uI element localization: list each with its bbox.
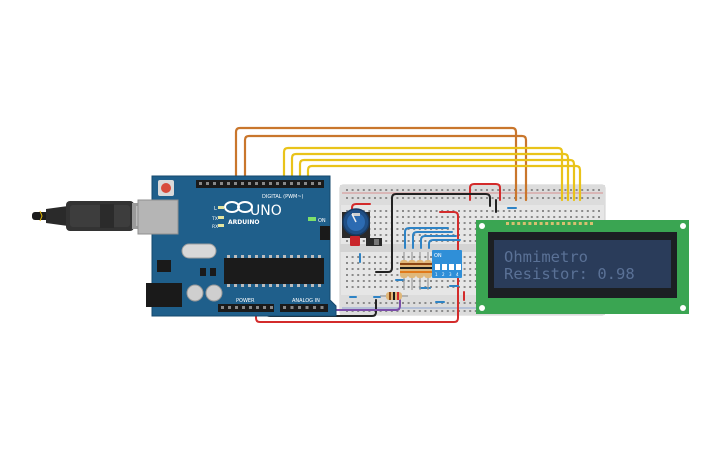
usb-icon [39, 210, 43, 222]
arduino-logo-icon [224, 201, 253, 213]
tx-led [218, 216, 224, 219]
on-led [308, 217, 316, 221]
red-led[interactable] [350, 236, 360, 246]
dip-pin-label-2: 2 [442, 272, 445, 277]
wire-orange-2 [243, 134, 528, 202]
analog-label: ANALOG IN [292, 298, 320, 304]
lcd-line-1: Ohmimetro [504, 248, 588, 266]
arduino-uno[interactable]: UNO ARDUINO DIGITAL (PWM~) POWER ANALOG … [32, 175, 337, 317]
dip-switch[interactable]: ON 1 2 3 4 [432, 250, 462, 278]
l-led-label: L [214, 206, 217, 212]
wire-blue-2 [412, 231, 453, 249]
tx-led-label: TX [211, 216, 218, 222]
resistor-array[interactable] [400, 252, 432, 290]
dip-pin-label-1: 1 [435, 272, 438, 277]
l-led [218, 206, 224, 209]
wire-red-top [469, 183, 501, 201]
dip-pin-label-4: 4 [456, 272, 459, 277]
wire-red-left [351, 203, 371, 215]
power-jack [146, 283, 182, 307]
rx-led [218, 224, 224, 227]
wire-yellow-1 [282, 146, 564, 202]
digital-label: DIGITAL (PWM~) [262, 194, 304, 200]
wire-yellow-4 [306, 164, 582, 202]
dip-pin-label-3: 3 [449, 272, 452, 277]
atmega-chip [224, 258, 324, 284]
on-led-label: ON [318, 218, 326, 224]
rx-led-label: RX [212, 224, 218, 230]
analog-header[interactable] [280, 304, 328, 312]
wire-yellow-2 [290, 152, 570, 202]
dip-toggle-4[interactable] [456, 259, 461, 270]
potentiometer[interactable] [342, 208, 370, 238]
lcd-display[interactable]: Ohmimetro Resistor: 0.98 [476, 220, 689, 314]
wire-black-top [375, 193, 491, 273]
digital-header[interactable] [196, 180, 324, 188]
reset-button[interactable] [161, 183, 171, 193]
wire-blue-1 [404, 227, 449, 249]
power-label: POWER [236, 298, 255, 304]
lcd-screen [494, 240, 671, 288]
uno-logo-text: UNO [250, 203, 282, 219]
wire-blue-4 [428, 239, 461, 249]
arduino-brand-text: ARDUINO [228, 219, 259, 226]
wire-blue-3 [420, 235, 457, 249]
reference-resistor[interactable] [380, 292, 408, 300]
dip-toggle-3[interactable] [449, 259, 454, 270]
usb-port [137, 199, 179, 235]
dip-toggle-1[interactable] [435, 259, 440, 270]
dip-toggle-2[interactable] [442, 259, 447, 270]
power-header[interactable] [218, 304, 274, 312]
lcd-line-2: Resistor: 0.98 [504, 265, 635, 283]
wire-yellow-3 [298, 158, 576, 202]
wire-orange-1 [234, 126, 518, 202]
dip-on-label: ON [434, 253, 442, 259]
wire-red-bottom [255, 211, 459, 323]
